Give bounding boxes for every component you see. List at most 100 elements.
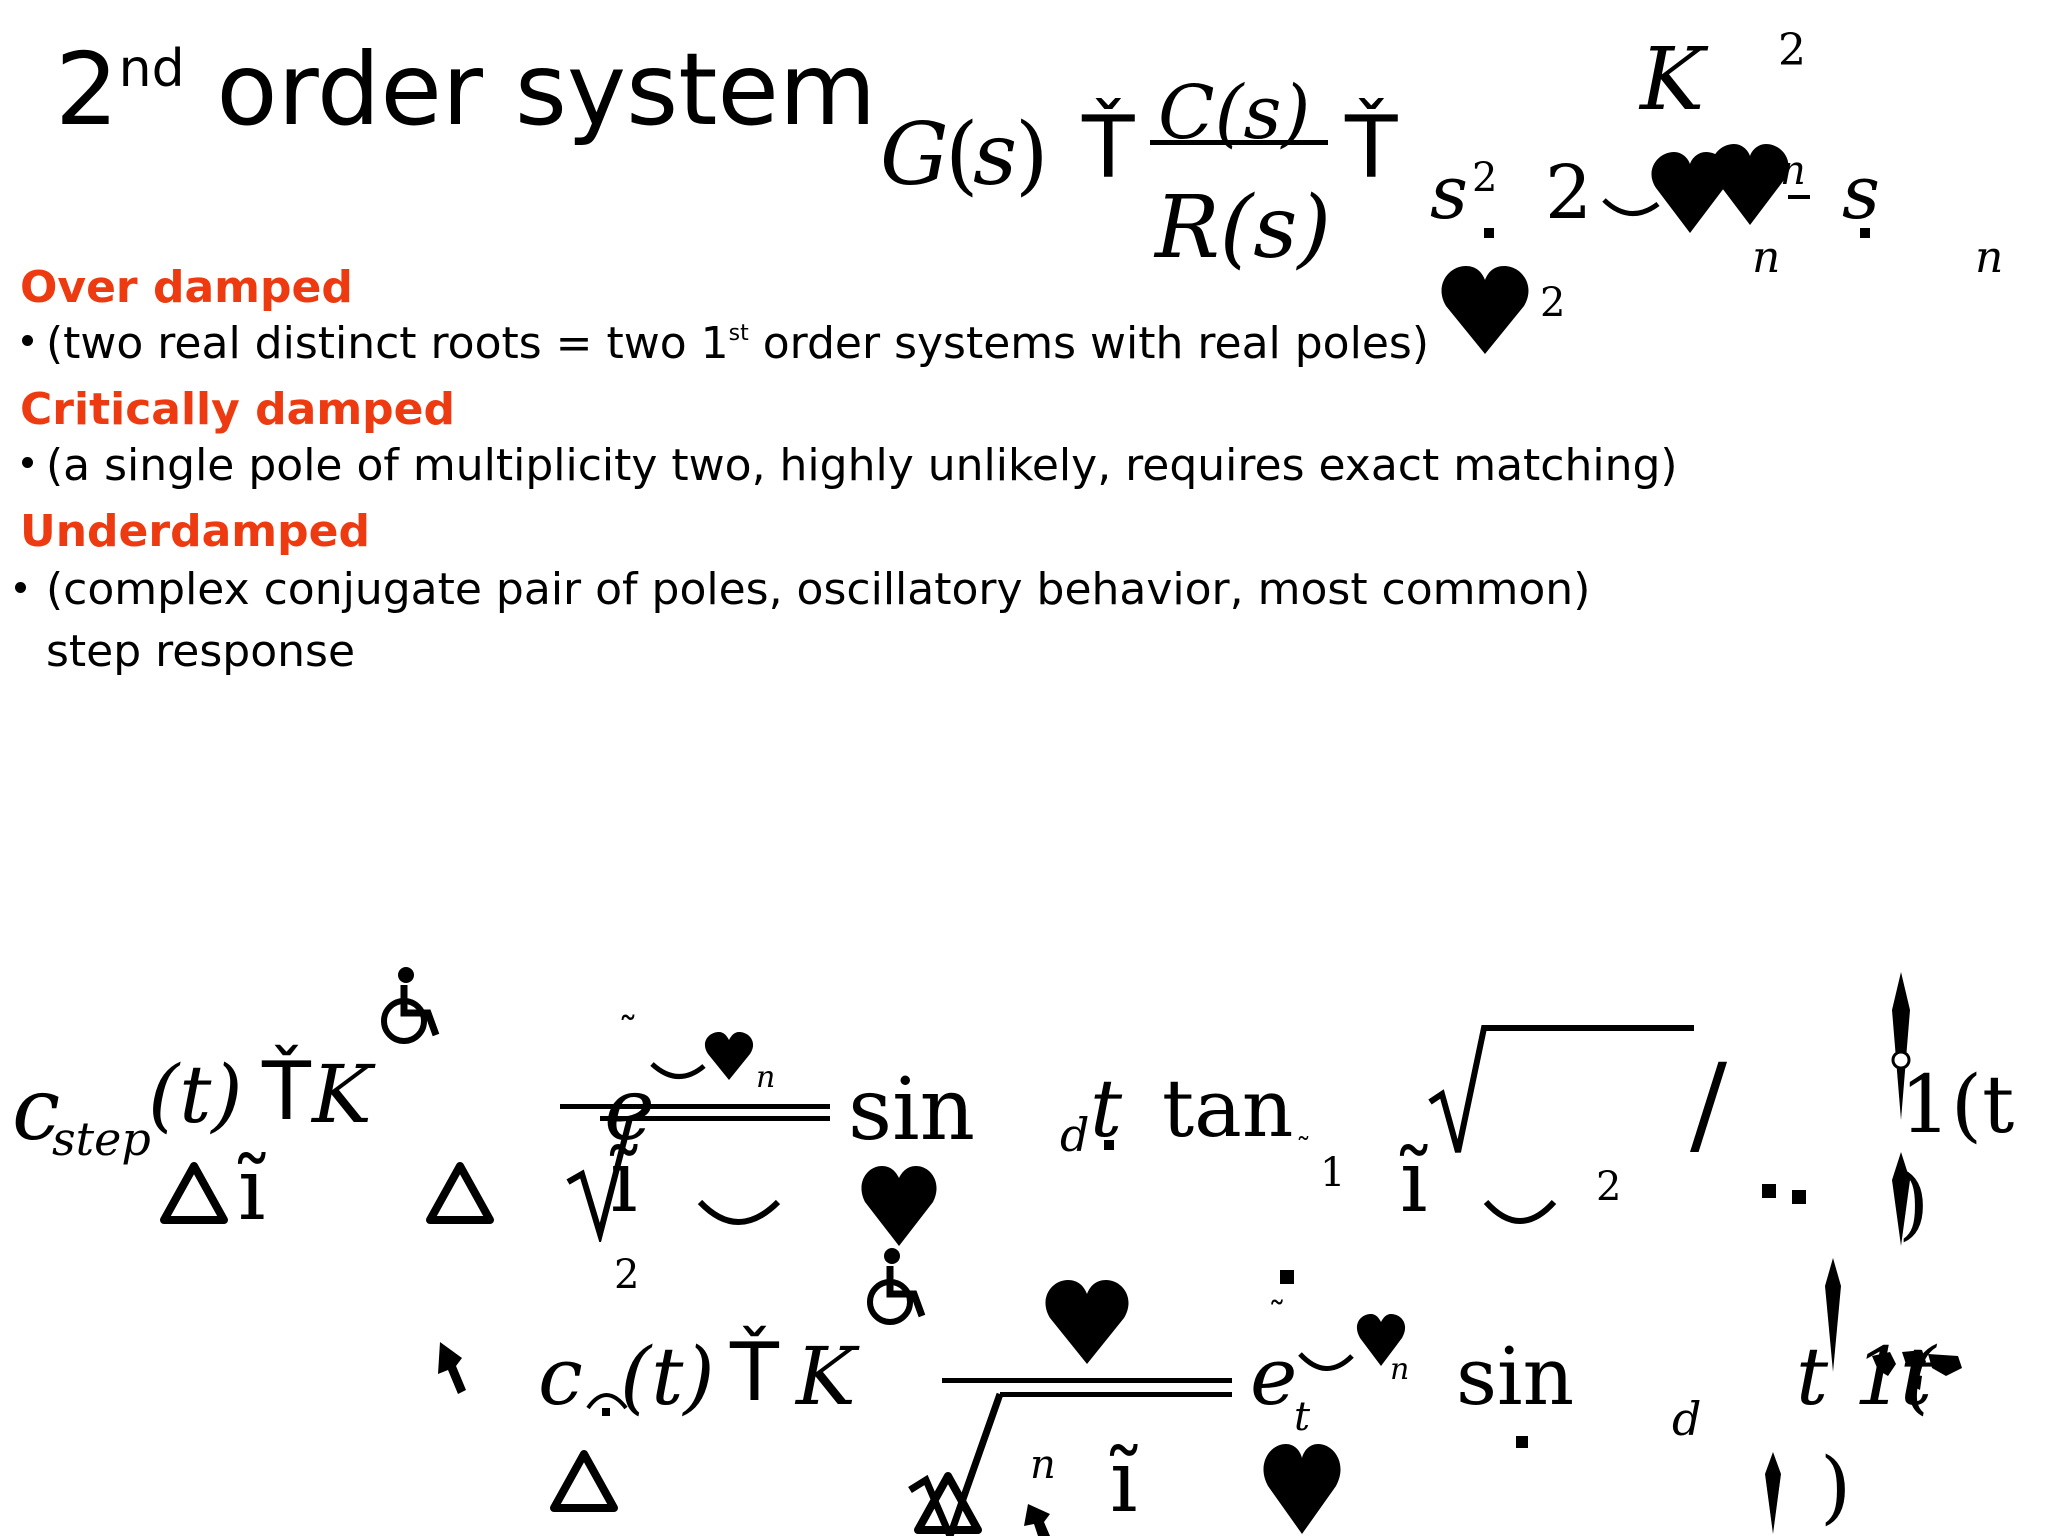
zeta-icon: [1602, 198, 1660, 217]
step-sub2: 2: [614, 1252, 640, 1298]
imp-rparen: ): [1820, 1440, 1852, 1533]
bullet-dot: [15, 582, 26, 593]
step-e: e: [604, 1060, 655, 1160]
pen-nib-icon: [1765, 1452, 1781, 1534]
eq-sub-n-1: n: [1780, 148, 1806, 194]
heart-icon: [1711, 144, 1789, 225]
sqrt-icon-2: [1428, 1025, 1694, 1153]
step-t: (t): [148, 1048, 243, 1141]
pushpin-icon: [438, 1342, 466, 1394]
eq-denominator-R: R(s): [1155, 178, 1331, 278]
imp-K: K: [796, 1330, 856, 1423]
eq-equals-1: Ť: [1082, 98, 1135, 198]
heading-over-damped: Over damped: [20, 262, 353, 313]
heart-icon: [704, 1032, 754, 1080]
step-slash: /: [1690, 1040, 1728, 1168]
heart-icon: [1651, 152, 1729, 233]
step-c: c: [12, 1060, 61, 1160]
pen-nib-icon: [1891, 972, 1911, 1120]
dot-operator-1: [1484, 228, 1494, 238]
dot-operator: [1104, 1140, 1114, 1150]
eq-lparen: (: [945, 105, 979, 205]
delta-icon: [426, 1162, 494, 1224]
step-tan: tan: [1162, 1062, 1294, 1155]
zeta-icon: [650, 1062, 706, 1079]
title-superscript: nd: [118, 39, 185, 99]
heading-underdamped: Underdamped: [20, 506, 370, 557]
pen-nib-icon: [1892, 1152, 1910, 1246]
slide-title: 2nd order system: [55, 40, 876, 140]
step-sub: step: [52, 1112, 151, 1166]
bullet-sup: st: [728, 321, 749, 346]
eq-K-exp: 2: [1778, 25, 1806, 76]
bullet-dot: [22, 457, 33, 468]
imp-fraction-bar-2: [1000, 1392, 1232, 1397]
title-number: 2: [55, 31, 119, 148]
world-map-icon: [1872, 1350, 1962, 1390]
imp-t: (t): [620, 1330, 715, 1423]
bullet-over-damped: (two real distinct roots = two 1st order…: [46, 318, 1429, 369]
heart-icon: [1441, 266, 1529, 354]
eq-s2-exp: 2: [1472, 155, 1498, 201]
eq-G: G: [880, 105, 949, 205]
bullet-underdamped: (complex conjugate pair of poles, oscill…: [46, 564, 1591, 615]
step-one-2: ĩ: [1400, 1132, 1428, 1232]
wheelchair-icon: [867, 1248, 926, 1325]
zeta-icon: [1483, 1199, 1557, 1224]
wheelchair-icon: [381, 967, 440, 1044]
bullet-critically-damped: (a single pole of multiplicity two, high…: [46, 440, 1678, 491]
eq-equals-2: Ť: [1345, 98, 1398, 198]
bullet-dot: [22, 335, 33, 346]
step-tilde: ˜: [618, 1010, 638, 1056]
eq-sub-n-3: n: [1975, 232, 2004, 283]
sqrt-icon: [566, 1117, 633, 1242]
bullet-underdamped-cont: step response: [46, 626, 356, 677]
zeta-icon: [697, 1199, 781, 1225]
bullet-text-end: order systems with real poles): [748, 318, 1429, 369]
step-fraction-bar: [560, 1104, 830, 1109]
title-text: order system: [184, 31, 877, 148]
dot-operator-2: [1860, 228, 1870, 238]
eq-K: K: [1640, 30, 1705, 130]
step-t-var: t: [1090, 1062, 1123, 1155]
imp-fraction-bar: [942, 1378, 1232, 1383]
heart-icon: [861, 1166, 937, 1246]
heart-icon: [1045, 1280, 1129, 1364]
bullet-text: (two real distinct roots = two 1: [46, 318, 729, 369]
step-K: K: [312, 1048, 372, 1141]
delta-icon: [160, 1162, 228, 1224]
step-d: d: [1060, 1108, 1090, 1162]
step-tan-exp: 1: [1320, 1150, 1346, 1196]
imp-t-sub: t: [1294, 1394, 1311, 1440]
step-equals: Ť: [262, 1045, 311, 1138]
imp-sin: sin: [1456, 1330, 1575, 1423]
zeta-icon: [1298, 1352, 1354, 1371]
imp-n-sub: n: [1030, 1442, 1056, 1488]
step-rparen: ): [1898, 1156, 1930, 1249]
pushpin-icon: [1024, 1504, 1050, 1536]
eq-s2: s: [1430, 150, 1468, 236]
step-sqrt-one: ĩ: [610, 1132, 638, 1232]
heart-icon: [1356, 1314, 1406, 1366]
eq-sub-n-2: n: [1752, 232, 1781, 283]
sqrt-icon-3: [908, 1392, 1004, 1536]
imp-c: c: [538, 1330, 583, 1423]
heading-critically-damped: Critically damped: [20, 384, 455, 435]
step-exp-2: 2: [1596, 1164, 1622, 1210]
eq-s-b: s: [1842, 150, 1880, 236]
imp-n: n: [1390, 1352, 1410, 1387]
fraction-bar: [1150, 140, 1328, 145]
imp-d: d: [1672, 1392, 1702, 1446]
eq-rparen: ): [1015, 105, 1049, 205]
dot-operator: [1516, 1436, 1528, 1448]
minus-bar: [1788, 195, 1810, 199]
step-tan-tilde: ˜: [1296, 1132, 1311, 1167]
pen-nib-icon: [1825, 1258, 1841, 1372]
imp-equals: Ť: [730, 1326, 779, 1419]
delta-icon: [550, 1450, 618, 1512]
step-fraction-bar-2: [600, 1116, 830, 1121]
dot-operator: [1762, 1184, 1776, 1198]
step-one-paren: 1(t: [1900, 1058, 2015, 1151]
imp-one: ĩ: [1110, 1432, 1138, 1532]
dot-operator: [1280, 1270, 1294, 1284]
